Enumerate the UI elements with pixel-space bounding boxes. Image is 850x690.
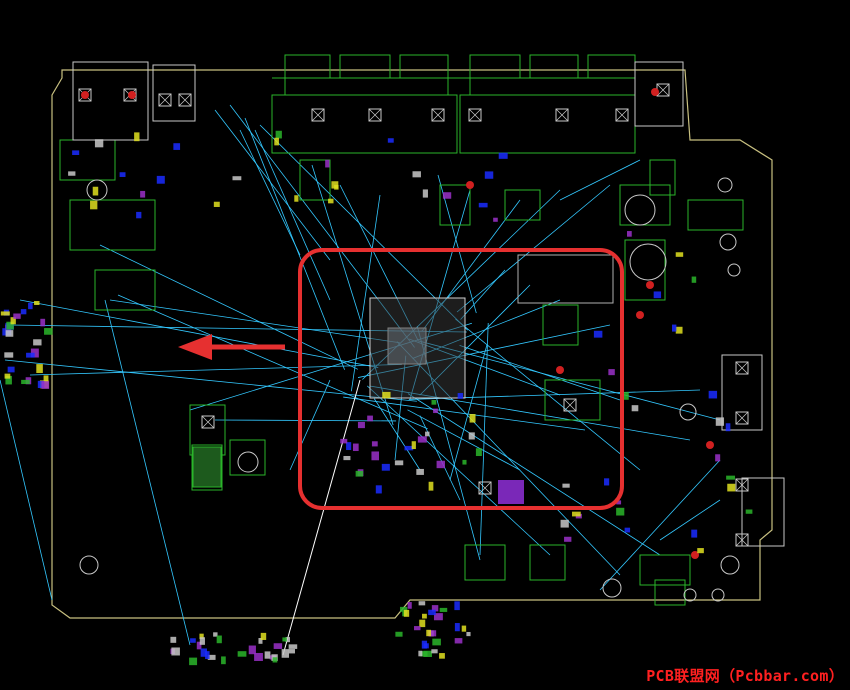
board-outline — [51, 69, 773, 619]
left-arrow-icon — [178, 334, 285, 360]
highlight-box — [298, 248, 624, 510]
ratsnest-lines — [0, 104, 721, 656]
top-connectors — [271, 54, 636, 154]
via-markers — [0, 130, 753, 666]
white-pads — [72, 61, 785, 547]
watermark-text: PCB联盟网（Pcbbar.com） — [646, 667, 844, 685]
